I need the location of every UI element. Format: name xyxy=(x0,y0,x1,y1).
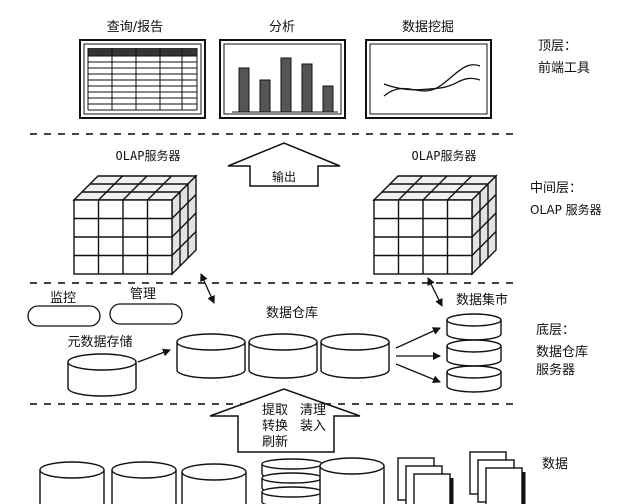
manage-pill xyxy=(109,303,183,325)
datamart-cylinder-1 xyxy=(446,313,502,341)
metadata-warehouse-arrow xyxy=(137,348,171,363)
cylinder-top xyxy=(320,333,390,351)
cylinder-body xyxy=(39,470,105,504)
document-page xyxy=(413,473,451,504)
cylinder-top xyxy=(261,472,323,484)
bottom-layer-desc-2: 服务器 xyxy=(536,362,575,378)
bar-chart-bar-4 xyxy=(301,63,313,113)
cylinder-top xyxy=(248,333,318,351)
bar-chart-bar-1 xyxy=(238,67,250,113)
cylinder-top xyxy=(181,463,247,481)
panel-title-analysis: 分析 xyxy=(269,20,295,35)
source-cylinder-2 xyxy=(111,461,177,504)
cylinder-top xyxy=(111,461,177,479)
cylinder-body xyxy=(248,342,318,379)
cube-grid-line xyxy=(398,175,423,201)
warehouse-cylinder-3 xyxy=(320,333,390,379)
cylinder-body xyxy=(319,466,385,504)
document-page xyxy=(485,467,523,504)
cylinder-body xyxy=(320,342,390,379)
cylinder-body xyxy=(176,342,246,379)
warehouse-label: 数据仓库 xyxy=(266,305,318,321)
source-documents xyxy=(397,451,526,504)
cylinder-body xyxy=(111,470,177,504)
datamart-cylinder-2 xyxy=(446,339,502,367)
cube-mart-arrow xyxy=(427,277,443,307)
warehouse-mart-arrow-3 xyxy=(395,363,441,384)
warehouse-mart-arrow-1 xyxy=(395,327,441,349)
analysis-panel xyxy=(219,39,346,119)
cylinder-top xyxy=(261,458,323,470)
storage-cylinders xyxy=(39,313,502,504)
source-cylinder-1 xyxy=(39,461,105,504)
metadata-label: 元数据存储 xyxy=(67,335,132,350)
cube-grid-line xyxy=(171,212,197,238)
cube-grid-line xyxy=(98,175,123,201)
cylinder-body xyxy=(181,472,247,504)
warehouse-cylinder-1 xyxy=(176,333,246,379)
bar-chart-bar-3 xyxy=(280,57,292,113)
olap-left-title: OLAP服务器 xyxy=(116,148,181,163)
cube-grid-line xyxy=(122,175,148,201)
source-cylinder-3 xyxy=(181,463,247,504)
cube-grid-line xyxy=(147,175,172,201)
cube-grid-line xyxy=(171,194,197,219)
cube-warehouse-arrow xyxy=(200,273,215,304)
panel-title-query-report: 查询/报告 xyxy=(107,20,163,35)
cylinder-body xyxy=(67,362,137,397)
cylinder-top xyxy=(261,486,323,498)
cube-grid-line xyxy=(171,231,197,256)
output-label: 输出 xyxy=(272,169,296,184)
cylinder-top xyxy=(446,365,502,379)
source-stack-cylinder-3 xyxy=(261,486,323,504)
report-panel xyxy=(79,39,206,119)
olap-right-title: OLAP服务器 xyxy=(412,148,477,163)
cube-grid-line xyxy=(471,194,497,219)
bar-chart-bar-5 xyxy=(322,85,334,113)
bottom-layer-desc-1: 数据仓库 xyxy=(536,344,588,360)
report-header-row xyxy=(88,48,197,56)
top-layer-desc: 前端工具 xyxy=(538,60,590,76)
bottom-layer-label: 底层： xyxy=(536,322,575,338)
datamart-label: 数据集市 xyxy=(456,292,508,308)
etl-extract: 提取 xyxy=(262,402,288,418)
cube-grid-line xyxy=(471,231,497,256)
cylinder-top xyxy=(176,333,246,351)
cylinder-top xyxy=(319,457,385,475)
olap-cube-right xyxy=(372,174,498,276)
middle-layer-desc: OLAP 服务器 xyxy=(530,202,602,217)
middle-layer-label: 中间层： xyxy=(530,181,582,196)
cube-grid-line xyxy=(471,212,497,238)
manage-label: 管理 xyxy=(130,287,156,302)
bar-chart-bar-2 xyxy=(259,79,271,113)
report-grid-lines xyxy=(87,48,198,111)
etl-transform: 转换 xyxy=(262,419,288,434)
top-layer-label: 顶层： xyxy=(538,39,577,54)
monitor-pill xyxy=(27,305,101,327)
cylinder-top xyxy=(446,339,502,353)
warehouse-cylinder-2 xyxy=(248,333,318,379)
data-layer-label: 数据 xyxy=(542,457,568,472)
cube-grid-line xyxy=(447,175,472,201)
panel-title-data-mining: 数据挖掘 xyxy=(402,20,454,35)
etl-load: 装入 xyxy=(300,419,326,434)
olap-cube-left xyxy=(72,174,198,276)
source-cylinder-4 xyxy=(319,457,385,504)
metadata-cylinder xyxy=(67,353,137,397)
etl-clean: 清理 xyxy=(300,403,326,418)
cylinder-top xyxy=(67,353,137,371)
datamart-cylinder-3 xyxy=(446,365,502,393)
cube-grid-line xyxy=(422,175,448,201)
etl-refresh: 刷新 xyxy=(262,434,288,450)
mining-curve-2 xyxy=(383,77,481,91)
data-mining-panel xyxy=(365,39,492,119)
cylinder-top xyxy=(39,461,105,479)
output-arrow-icon xyxy=(227,142,341,187)
monitor-label: 监控 xyxy=(50,291,76,306)
cylinder-top xyxy=(446,313,502,327)
etl-arrow-icon xyxy=(209,388,361,453)
